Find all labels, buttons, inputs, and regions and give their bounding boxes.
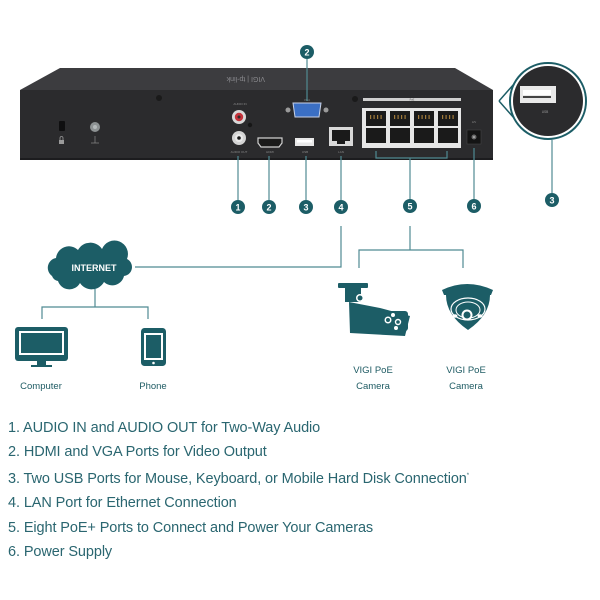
phone-label: Phone	[139, 381, 166, 392]
callout-number: 6	[471, 201, 476, 211]
poe-jack	[414, 128, 434, 143]
power-label: 12V	[472, 121, 477, 124]
device-logo: VIGI | tp-link	[226, 75, 265, 82]
ground-terminal	[90, 122, 100, 144]
callout-number: 5	[407, 201, 412, 211]
poe-jack	[438, 111, 458, 126]
poe-jack	[438, 128, 458, 143]
phone-icon	[141, 328, 166, 366]
bullet-camera-icon	[338, 283, 410, 336]
poe-jack	[366, 128, 386, 143]
callout-number: 2	[304, 47, 309, 57]
callout-badges: 1 2 3 4 5 6 2 3	[231, 45, 559, 214]
audio-out-label: AUDIO OUT	[231, 150, 248, 154]
callout-number: 2	[266, 202, 271, 212]
callout-number: 1	[235, 202, 240, 212]
feature-item: 6. Power Supply	[8, 543, 113, 560]
poe-jack	[390, 111, 410, 126]
audio-in-label: AUDIO IN	[233, 102, 246, 106]
lock-icon	[59, 136, 64, 144]
usb-port: USB	[295, 138, 314, 154]
dome-camera-icon	[442, 284, 493, 330]
poe-label: PoE	[410, 99, 415, 102]
callout-badge-vga: 2	[300, 45, 314, 59]
camera-2-label-line1: VIGI PoE	[446, 365, 486, 376]
ground-icon	[91, 136, 99, 144]
camera-dome: VIGI PoE Camera	[442, 284, 493, 392]
hdmi-port: HDMI	[257, 137, 283, 154]
poe-jack	[390, 128, 410, 143]
callout-badge-poe-ports: 5	[403, 199, 417, 213]
callout-badge-lan: 4	[334, 200, 348, 214]
audio-out-port: AUDIO OUT	[231, 131, 248, 154]
nvr-connection-diagram: VIGI | tp-link AUDIO IN	[15, 45, 587, 392]
camera-1-label-line1: VIGI PoE	[353, 365, 393, 376]
poe-jack	[414, 111, 434, 126]
client-computer: Computer	[15, 327, 68, 392]
camera-2-label-line2: Camera	[449, 381, 484, 392]
lan-port: LAN	[329, 127, 353, 154]
feature-item-text: 3. Two USB Ports for Mouse, Keyboard, or…	[8, 471, 467, 488]
feature-item: 3. Two USB Ports for Mouse, Keyboard, or…	[8, 464, 469, 491]
lan-label: LAN	[338, 150, 344, 154]
poe-ports: PoE	[362, 98, 461, 148]
callout-number: 3	[303, 202, 308, 212]
feature-list: 1. AUDIO IN and AUDIO OUT for Two-Way Au…	[8, 416, 469, 564]
feature-item: 1. AUDIO IN and AUDIO OUT for Two-Way Au…	[8, 420, 321, 436]
client-phone: Phone	[139, 328, 167, 392]
callout-badge-power: 6	[467, 199, 481, 213]
lock-slot	[59, 121, 65, 144]
camera-bullet: VIGI PoE Camera	[338, 283, 410, 392]
callout-number: 4	[338, 202, 343, 212]
internet-cloud: INTERNET	[47, 240, 132, 290]
computer-label: Computer	[20, 381, 62, 392]
feature-item: 4. LAN Port for Ethernet Connection	[8, 495, 237, 512]
camera-1-label-line2: Camera	[356, 381, 391, 392]
feature-item: 5. Eight PoE+ Ports to Connect and Power…	[8, 519, 374, 536]
audio-in-port: AUDIO IN	[232, 102, 253, 128]
callout-badge-usb-zoom: 3	[545, 193, 559, 207]
power-port: 12V	[466, 121, 482, 145]
internet-label: INTERNET	[72, 263, 118, 273]
usb-label: USB	[302, 150, 308, 154]
poe-jack	[366, 111, 386, 126]
callout-badge-hdmi: 2	[262, 200, 276, 214]
monitor-icon	[15, 327, 68, 367]
callout-number: 3	[549, 195, 554, 205]
usb-zoom-inset: USB	[498, 62, 587, 140]
callout-badge-audio: 1	[231, 200, 245, 214]
usb-zoom-label: USB	[542, 110, 549, 114]
device-top-surface	[20, 68, 493, 90]
footnote-mark: *	[466, 473, 470, 480]
callout-lines	[41, 59, 553, 319]
hdmi-label: HDMI	[266, 150, 274, 154]
callout-badge-usb: 3	[299, 200, 313, 214]
nvr-device: VIGI | tp-link AUDIO IN	[20, 68, 493, 160]
feature-item: 2. HDMI and VGA Ports for Video Output	[8, 444, 267, 461]
cloud-icon	[47, 240, 132, 290]
